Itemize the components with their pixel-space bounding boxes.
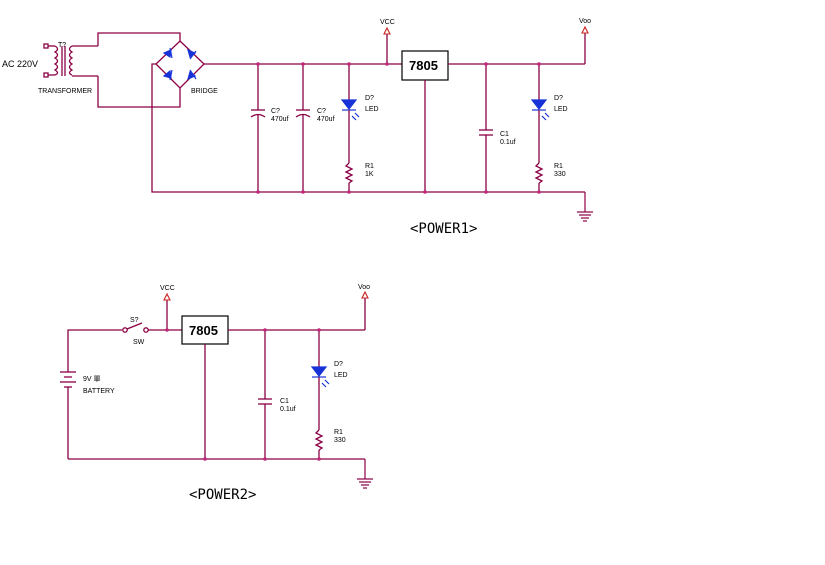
ground-symbol-2 bbox=[357, 459, 373, 489]
cap3-ref: C1 bbox=[500, 131, 509, 138]
led1-label: LED bbox=[365, 106, 379, 113]
capacitor-0-1uf bbox=[479, 64, 493, 192]
resistor-330-2 bbox=[314, 429, 324, 459]
led-ref-2: D? bbox=[334, 361, 343, 368]
bridge-rectifier bbox=[155, 40, 205, 89]
resistor-1k bbox=[344, 162, 354, 192]
cap1-ref: C? bbox=[271, 108, 280, 115]
vcc-label: VCC bbox=[380, 19, 395, 26]
ac-input-terminals bbox=[43, 43, 55, 78]
vcc-power-symbol bbox=[383, 26, 391, 64]
r1-ref: R1 bbox=[365, 163, 374, 170]
power2-caption: <POWER2> bbox=[189, 487, 256, 503]
r-ref-2: R1 bbox=[334, 429, 343, 436]
bridge-label: BRIDGE bbox=[191, 88, 218, 95]
switch-ref: S? bbox=[130, 317, 139, 324]
r2-ref: R1 bbox=[554, 163, 563, 170]
cap2-value: 470uf bbox=[317, 116, 335, 123]
regulator-label-2: 7805 bbox=[189, 323, 218, 338]
regulator-7805 bbox=[401, 50, 585, 192]
r-value-2: 330 bbox=[334, 437, 346, 444]
voo-power-symbol bbox=[581, 25, 589, 64]
cap3-value: 0.1uf bbox=[500, 139, 516, 146]
junction-dots-1 bbox=[256, 62, 541, 194]
vcc-label-2: VCC bbox=[160, 285, 175, 292]
cap2-ref: C? bbox=[317, 108, 326, 115]
led-2 bbox=[530, 64, 550, 163]
battery-label: BATTERY bbox=[83, 388, 115, 395]
resistor-330-1 bbox=[534, 162, 544, 192]
switch-symbol bbox=[122, 322, 149, 333]
led-1 bbox=[340, 64, 360, 163]
transformer-label: TRANSFORMER bbox=[38, 88, 92, 95]
capacitor-470uf-2 bbox=[295, 64, 311, 192]
battery-symbol bbox=[60, 370, 76, 459]
vcc-power-symbol-2 bbox=[163, 292, 171, 330]
led2-label: LED bbox=[554, 106, 568, 113]
cap1-value: 470uf bbox=[271, 116, 289, 123]
regulator-7805-2 bbox=[181, 315, 365, 459]
led-label-2: LED bbox=[334, 372, 348, 379]
junction-dots-2 bbox=[165, 328, 321, 461]
ground-symbol-1 bbox=[577, 192, 593, 222]
ac-input-label: AC 220V bbox=[2, 59, 38, 69]
voo-label-2: Voo bbox=[358, 284, 370, 291]
power1-circuit: AC 220V T? TRANSFORMER bbox=[2, 18, 593, 237]
led-3 bbox=[310, 330, 330, 430]
regulator-label: 7805 bbox=[409, 58, 438, 73]
capacitor-470uf-1 bbox=[250, 64, 266, 192]
transformer-ref: T? bbox=[58, 42, 66, 49]
transformer-symbol bbox=[53, 45, 98, 77]
cap-ref-2: C1 bbox=[280, 398, 289, 405]
r1-value: 1K bbox=[365, 171, 374, 178]
voo-label: Voo bbox=[579, 18, 591, 25]
led2-ref: D? bbox=[554, 95, 563, 102]
switch-label: SW bbox=[133, 339, 145, 346]
cap-value-2: 0.1uf bbox=[280, 406, 296, 413]
power2-circuit: S? SW VCC 9V 單 BATTERY 7805 bbox=[60, 284, 373, 503]
r2-value: 330 bbox=[554, 171, 566, 178]
voo-power-symbol-2 bbox=[361, 290, 369, 330]
led1-ref: D? bbox=[365, 95, 374, 102]
power1-caption: <POWER1> bbox=[410, 221, 477, 237]
battery-value: 9V 單 bbox=[83, 375, 101, 383]
capacitor-0-1uf-2 bbox=[258, 330, 272, 459]
